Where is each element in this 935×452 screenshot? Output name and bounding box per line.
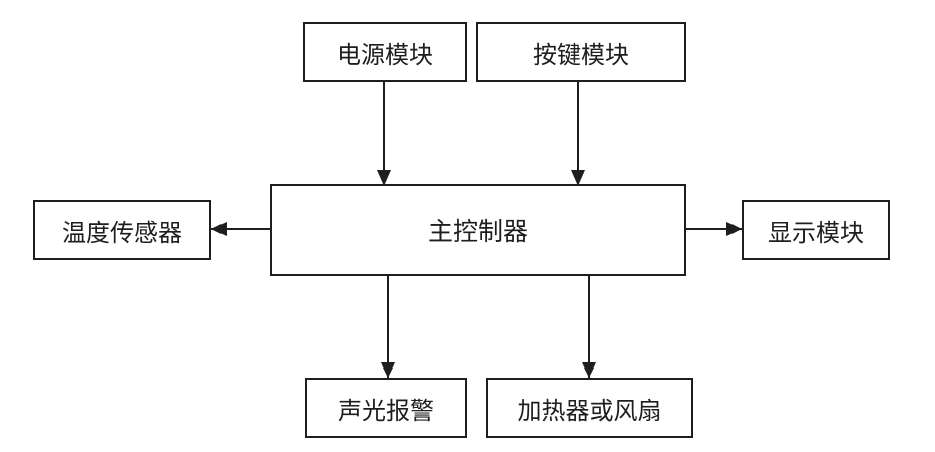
keypad-module-block: 按键模块	[476, 22, 686, 82]
arrowhead-mcu-to-heater-fan	[582, 362, 596, 378]
arrowhead-power-to-mcu	[377, 170, 391, 186]
main-controller-label: 主控制器	[427, 217, 528, 246]
display-module-block: 显示模块	[742, 200, 890, 260]
main-controller-block: 主控制器	[270, 184, 686, 276]
power-module-block: 电源模块	[303, 22, 467, 82]
heater-or-fan-block: 加热器或风扇	[486, 378, 693, 438]
arrowhead-keys-to-mcu	[571, 170, 585, 186]
keypad-module-label: 按键模块	[533, 40, 629, 69]
heater-or-fan-label: 加热器或风扇	[517, 396, 662, 425]
display-module-label: 显示模块	[768, 218, 864, 247]
arrowhead-mcu-to-display	[726, 222, 742, 236]
arrowhead-mcu-to-temp-sensor	[211, 222, 227, 236]
sound-light-alarm-block: 声光报警	[305, 378, 467, 438]
sound-light-alarm-label: 声光报警	[338, 396, 434, 425]
arrowhead-mcu-to-alarm	[381, 362, 395, 378]
power-module-label: 电源模块	[337, 40, 433, 69]
temperature-sensor-block: 温度传感器	[33, 200, 211, 260]
temperature-sensor-label: 温度传感器	[62, 218, 182, 247]
